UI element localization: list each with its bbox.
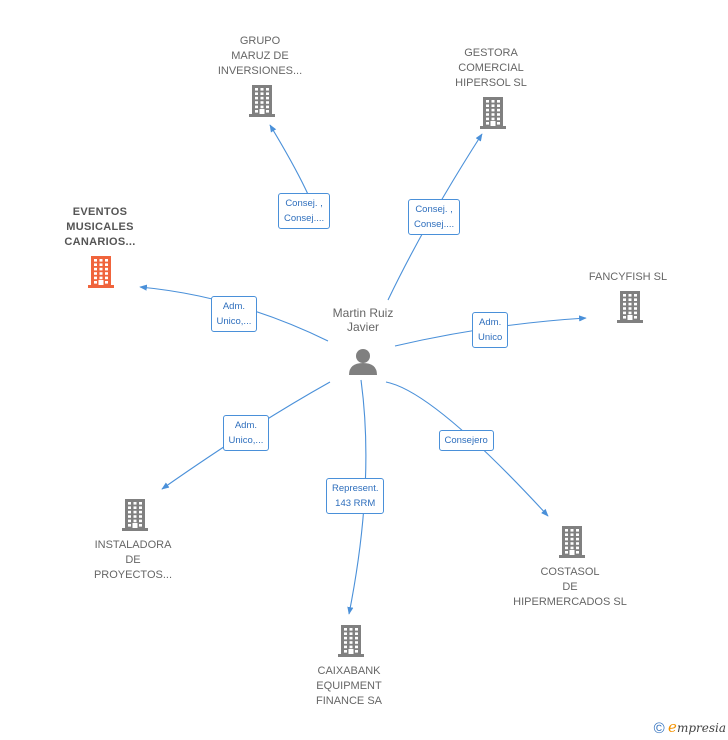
building-icon-instaladora: [122, 499, 148, 531]
relation-edge-costasol: [385, 381, 549, 517]
company-label-instaladora[interactable]: INSTALADORA DE PROYECTOS...: [93, 539, 173, 581]
building-icon-costasol: [559, 526, 585, 558]
relation-label-instaladora[interactable]: Adm. Unico,...: [222, 415, 270, 451]
company-label-costasol[interactable]: COSTASOL DE HIPERMERCADOS SL: [513, 566, 627, 608]
company-label-fancyfish[interactable]: FANCYFISH SL: [588, 271, 668, 283]
company-label-eventos-musicales[interactable]: EVENTOS MUSICALES CANARIOS...: [64, 206, 136, 248]
copyright-icon: ©: [653, 720, 665, 737]
brand-logo-initial: e: [668, 718, 677, 736]
relation-label-caixabank[interactable]: Represent. 143 RRM: [326, 478, 385, 514]
brand-footer: © empresia: [654, 718, 726, 737]
person-icon: [349, 349, 377, 375]
building-icon-eventos-musicales: [88, 256, 114, 288]
relation-label-costasol[interactable]: Consejero: [438, 429, 494, 451]
building-icon-grupo-maruz: [249, 85, 275, 117]
relation-label-grupo-maruz[interactable]: Consej. , Consej....: [278, 193, 331, 229]
company-label-grupo-maruz[interactable]: GRUPO MARUZ DE INVERSIONES...: [217, 35, 303, 77]
building-icon-caixabank: [338, 625, 364, 657]
company-label-gestora-comercial[interactable]: GESTORA COMERCIAL HIPERSOL SL: [455, 47, 527, 89]
building-icon-fancyfish: [617, 291, 643, 323]
relation-label-gestora-comercial[interactable]: Consej. , Consej....: [408, 199, 461, 235]
relation-label-fancyfish[interactable]: Adm. Unico: [472, 312, 509, 348]
building-icon-gestora-comercial: [480, 97, 506, 129]
brand-name: mpresia: [676, 721, 726, 735]
center-person-name: Martin Ruiz Javier: [332, 306, 394, 334]
relation-label-eventos-musicales[interactable]: Adm. Unico,...: [210, 296, 258, 332]
company-label-caixabank[interactable]: CAIXABANK EQUIPMENT FINANCE SA: [315, 665, 382, 707]
